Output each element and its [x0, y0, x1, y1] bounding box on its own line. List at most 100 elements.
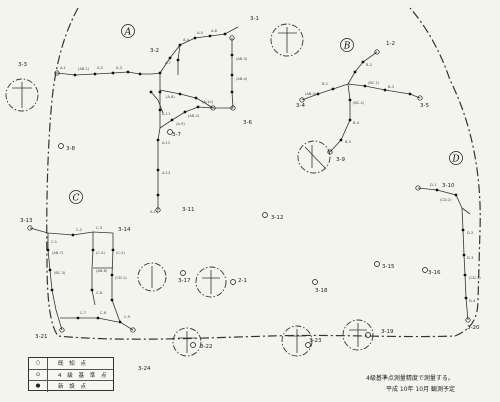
inset-circles	[5, 23, 374, 357]
svg-text:A-14: A-14	[150, 210, 159, 214]
new-points	[46, 32, 468, 324]
svg-text:A-11: A-11	[162, 112, 170, 116]
known-points	[58, 129, 428, 348]
route-b-east	[347, 83, 421, 99]
base-points	[27, 35, 471, 333]
route-a-east	[231, 38, 234, 109]
label-3-17: 3-17	[178, 278, 191, 284]
label-3-4: 3-4	[296, 103, 305, 109]
svg-text:(AB-7): (AB-7)	[52, 251, 64, 255]
section-c-letter: C	[73, 194, 80, 204]
section-d-ring	[449, 151, 463, 165]
route-b-north	[347, 51, 378, 85]
svg-text:D-2: D-2	[467, 231, 473, 235]
svg-text:(CD-3): (CD-3)	[469, 276, 481, 280]
svg-text:(A-8): (A-8)	[166, 95, 175, 99]
svg-text:C-9: C-9	[124, 315, 131, 319]
legend-base-label: 4 級 基 準 点	[58, 372, 109, 379]
svg-text:(A-10): (A-10)	[202, 100, 214, 104]
svg-text:A-6: A-6	[211, 29, 218, 33]
label-3-2: 3-2	[150, 48, 159, 54]
legend: ○ 既 知 点 ⊙ 4 級 基 準 点 ● 新 設 点	[28, 357, 114, 392]
label-3-23: 3-23	[309, 338, 322, 344]
svg-text:A-2: A-2	[97, 66, 103, 70]
traverse-lines	[29, 26, 471, 331]
note-line-1: 4級基準点測量精度で測量する。	[366, 375, 454, 382]
survey-area-boundary	[46, 7, 481, 340]
svg-text:(AB-3): (AB-3)	[236, 57, 248, 61]
point-labels: 3-1 3-2 3-3 3-4 3-5 3-6 3-7 3-8 3-9 3-10…	[18, 16, 480, 372]
label-3-3: 3-3	[18, 62, 27, 68]
svg-text:(BC-3): (BC-3)	[54, 271, 66, 275]
survey-note: 4級基準点測量精度で測量する。 平成 10年 10月 観測予定	[366, 373, 455, 395]
section-labels: A B C D	[69, 24, 463, 204]
label-2-1: 2-1	[238, 278, 247, 284]
svg-text:C-3: C-3	[96, 226, 102, 230]
route-c-west	[47, 233, 63, 331]
route-c-mid	[91, 232, 96, 306]
dotted-circle-icon: ⊙	[29, 369, 48, 381]
svg-text:B-3: B-3	[388, 85, 394, 89]
svg-text:(AB-5): (AB-5)	[305, 92, 317, 96]
route-d-stub	[461, 207, 471, 215]
label-3-24: 3-24	[138, 366, 151, 372]
svg-text:B-5: B-5	[345, 140, 351, 144]
section-a-letter: A	[124, 28, 132, 38]
section-d-letter: D	[451, 155, 459, 165]
legend-row-new: ● 新 設 点	[29, 381, 113, 392]
legend-new-label: 新 設 点	[58, 384, 88, 391]
svg-text:(C-5): (C-5)	[116, 251, 125, 255]
label-3-14: 3-14	[118, 227, 131, 233]
svg-text:C-1: C-1	[51, 240, 57, 244]
route-a-spur	[150, 91, 164, 114]
svg-text:C-2: C-2	[76, 228, 82, 232]
svg-text:A-5: A-5	[197, 31, 203, 35]
svg-text:D-3: D-3	[467, 256, 473, 260]
label-3-15: 3-15	[382, 264, 395, 270]
label-3-19: 3-19	[381, 329, 394, 335]
label-3-16: 3-16	[428, 270, 441, 276]
label-3-18: 3-18	[315, 288, 328, 294]
svg-text:(C-4): (C-4)	[96, 251, 105, 255]
label-3-8: 3-8	[66, 146, 75, 152]
svg-text:A-7: A-7	[165, 61, 171, 65]
section-a-ring	[121, 24, 135, 38]
section-c-ring	[69, 190, 83, 204]
label-3-10: 3-10	[442, 183, 455, 189]
label-3-5: 3-5	[420, 103, 429, 109]
svg-text:A-1: A-1	[60, 66, 66, 70]
route-b-west	[301, 83, 349, 101]
legend-row-known: ○ 既 知 点	[29, 358, 113, 370]
route-a-link	[159, 106, 233, 129]
svg-text:(BC-1): (BC-1)	[368, 81, 380, 85]
svg-text:A-3: A-3	[116, 66, 122, 70]
label-3-7: 3-7	[172, 132, 181, 138]
svg-text:(AB-1): (AB-1)	[78, 67, 90, 71]
route-d-top	[417, 187, 463, 209]
label-3-20: 3-20	[467, 325, 480, 331]
label-3-12: 3-12	[271, 215, 283, 221]
route-d-main	[461, 207, 469, 321]
label-1-2: 1-2	[386, 41, 395, 47]
svg-text:(CD-2): (CD-2)	[440, 198, 452, 202]
svg-text:C-6: C-6	[96, 291, 103, 295]
svg-text:C-7: C-7	[80, 311, 86, 315]
svg-text:(A-9): (A-9)	[176, 122, 185, 126]
svg-text:(AB-2): (AB-2)	[188, 114, 200, 118]
note-line-2: 平成 10年 10月 観測予定	[386, 386, 455, 393]
route-c-south	[60, 317, 119, 323]
legend-row-base: ⊙ 4 級 基 準 点	[29, 369, 113, 382]
label-3-22: 3-22	[200, 344, 212, 350]
section-b-letter: B	[343, 42, 351, 52]
svg-text:C-8: C-8	[100, 311, 107, 315]
route-a-south	[157, 73, 161, 210]
svg-text:(CD-1): (CD-1)	[115, 276, 127, 280]
svg-text:D-1: D-1	[430, 183, 436, 187]
label-3-1: 3-1	[250, 16, 259, 22]
svg-text:B-1: B-1	[322, 82, 328, 86]
svg-text:A-4: A-4	[183, 38, 190, 42]
label-3-6: 3-6	[243, 120, 252, 126]
svg-text:(AB-4): (AB-4)	[236, 77, 248, 81]
